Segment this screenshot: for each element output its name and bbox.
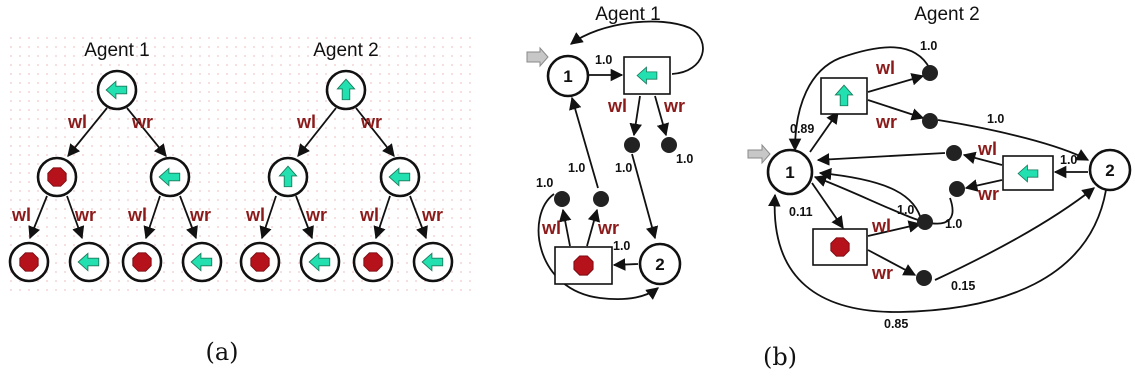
panel-a-agent2-root bbox=[325, 69, 367, 111]
panel-a-agent2-edges bbox=[259, 107, 428, 240]
panel-a-caption: (a) bbox=[205, 338, 238, 366]
edge-label-wl: wl bbox=[127, 205, 147, 225]
edge-label-wl: wl bbox=[11, 205, 31, 225]
edge-label-wr: wr bbox=[131, 112, 153, 132]
stop-sign-icon bbox=[573, 255, 594, 276]
agent1-node-2-label: 2 bbox=[655, 255, 664, 274]
panel-a-agent2-title: Agent 2 bbox=[313, 40, 379, 61]
stop-sign-icon bbox=[132, 252, 152, 272]
agent1-node-1 bbox=[546, 54, 590, 98]
prob-label: 1.0 bbox=[987, 112, 1004, 126]
agent2-action-box-left bbox=[1002, 155, 1054, 191]
panel-a-agent1-leaf-3 bbox=[121, 241, 163, 283]
prob-label: 1.0 bbox=[1060, 153, 1077, 167]
agent1-obs-node bbox=[554, 191, 570, 207]
agent1-edges bbox=[537, 20, 704, 301]
panel-a-agent2-node-right bbox=[379, 156, 421, 198]
agent2-node-2-label: 2 bbox=[1105, 161, 1114, 180]
agent1-node-1-label: 1 bbox=[563, 67, 572, 86]
prob-label: 1.0 bbox=[897, 203, 914, 217]
prob-label: 1.0 bbox=[568, 161, 585, 175]
prob-label: 1.0 bbox=[920, 39, 937, 53]
edge-label-wl: wl bbox=[875, 58, 895, 78]
agent2-obs-node bbox=[922, 113, 938, 129]
stop-sign-icon bbox=[47, 167, 67, 187]
panel-a-agent1-title: Agent 1 bbox=[84, 40, 150, 61]
stop-sign-icon bbox=[363, 252, 383, 272]
prob-label: 0.89 bbox=[790, 122, 814, 136]
agent2-node-2 bbox=[1088, 148, 1132, 192]
prob-label: 1.0 bbox=[945, 217, 962, 231]
prob-label: 1.0 bbox=[595, 53, 612, 67]
edge-label-wr: wr bbox=[421, 205, 443, 225]
panel-b-agent2-title: Agent 2 bbox=[914, 4, 980, 25]
edge-label-wl: wl bbox=[977, 139, 997, 159]
panel-a-agent2-leaf-4 bbox=[412, 241, 454, 283]
panel-b: Agent 1 Agent 2 1 2 bbox=[526, 4, 1132, 371]
agent1-obs-node bbox=[624, 137, 640, 153]
agent2-obs-node bbox=[922, 65, 938, 81]
prob-label: 0.85 bbox=[884, 317, 908, 331]
panel-b-agent1-fsc: 1 2 1.0 1.0 1.0 1.0 1.0 1.0 wl wr wl wr bbox=[526, 20, 704, 301]
agent2-action-box-up bbox=[820, 77, 868, 115]
prob-label: 1.0 bbox=[536, 176, 553, 190]
edge-label-wr: wr bbox=[871, 263, 893, 283]
agent2-obs-node bbox=[949, 181, 965, 197]
start-arrow-icon bbox=[526, 46, 549, 68]
edge-label-wr: wr bbox=[663, 96, 685, 116]
stop-sign-icon bbox=[830, 237, 850, 257]
agent1-node-2 bbox=[638, 242, 682, 286]
edge-label-wr: wr bbox=[74, 205, 96, 225]
edge-label-wr: wr bbox=[189, 205, 211, 225]
panel-a-agent1-leaf-1 bbox=[8, 241, 50, 283]
prob-label: 1.0 bbox=[676, 152, 693, 166]
edge-label-wl: wl bbox=[607, 96, 627, 116]
panel-a-agent1-root bbox=[96, 69, 138, 111]
edge-label-wr: wr bbox=[360, 112, 382, 132]
panel-a-agent2-leaf-2 bbox=[299, 241, 341, 283]
panel-b-agent1-title: Agent 1 bbox=[595, 4, 661, 25]
agent1-obs-node bbox=[661, 137, 677, 153]
panel-a-agent2-leaf-1 bbox=[239, 241, 281, 283]
edge-label-wl: wl bbox=[871, 216, 891, 236]
panel-b-agent2-fsc: 1 2 1.0 0.89 1.0 1.0 1.0 0.11 1.0 0.15 0… bbox=[747, 39, 1132, 331]
panel-a-agent1-node-right bbox=[149, 156, 191, 198]
edge-label-wl: wl bbox=[541, 218, 561, 238]
prob-label: 1.0 bbox=[615, 161, 632, 175]
agent2-edges bbox=[768, 46, 1107, 313]
edge-label-wl: wl bbox=[359, 205, 379, 225]
edge-label-wr: wr bbox=[875, 112, 897, 132]
prob-label: 0.15 bbox=[951, 279, 975, 293]
panel-a-agent1-node-left bbox=[36, 156, 78, 198]
start-arrow-icon bbox=[747, 143, 771, 165]
edge-label-wl: wl bbox=[296, 112, 316, 132]
edge-label-wl: wl bbox=[245, 205, 265, 225]
prob-label: 0.11 bbox=[789, 205, 813, 219]
agent2-obs-node bbox=[916, 270, 932, 286]
panel-a-agent1-leaf-2 bbox=[68, 241, 110, 283]
panel-a-agent1-leaf-4 bbox=[181, 241, 223, 283]
prob-label: 1.0 bbox=[613, 239, 630, 253]
panel-b-caption: (b) bbox=[763, 343, 797, 371]
panel-a-agent1-edges bbox=[28, 107, 198, 240]
panel-a: Agent 1 Agent 2 bbox=[5, 35, 475, 366]
panel-a-agent2-leaf-3 bbox=[352, 241, 394, 283]
edge-label-wl: wl bbox=[67, 112, 87, 132]
agent2-node-1 bbox=[766, 148, 814, 196]
edge-label-wr: wr bbox=[597, 218, 619, 238]
agent2-obs-node bbox=[946, 145, 962, 161]
stop-sign-icon bbox=[19, 252, 39, 272]
agent2-obs-node bbox=[917, 214, 933, 230]
panel-a-agent2-node-left bbox=[267, 156, 309, 198]
agent2-node-1-label: 1 bbox=[785, 163, 794, 182]
agent1-obs-node bbox=[593, 191, 609, 207]
edge-label-wr: wr bbox=[305, 205, 327, 225]
stop-sign-icon bbox=[250, 252, 270, 272]
edge-label-wr: wr bbox=[977, 184, 999, 204]
